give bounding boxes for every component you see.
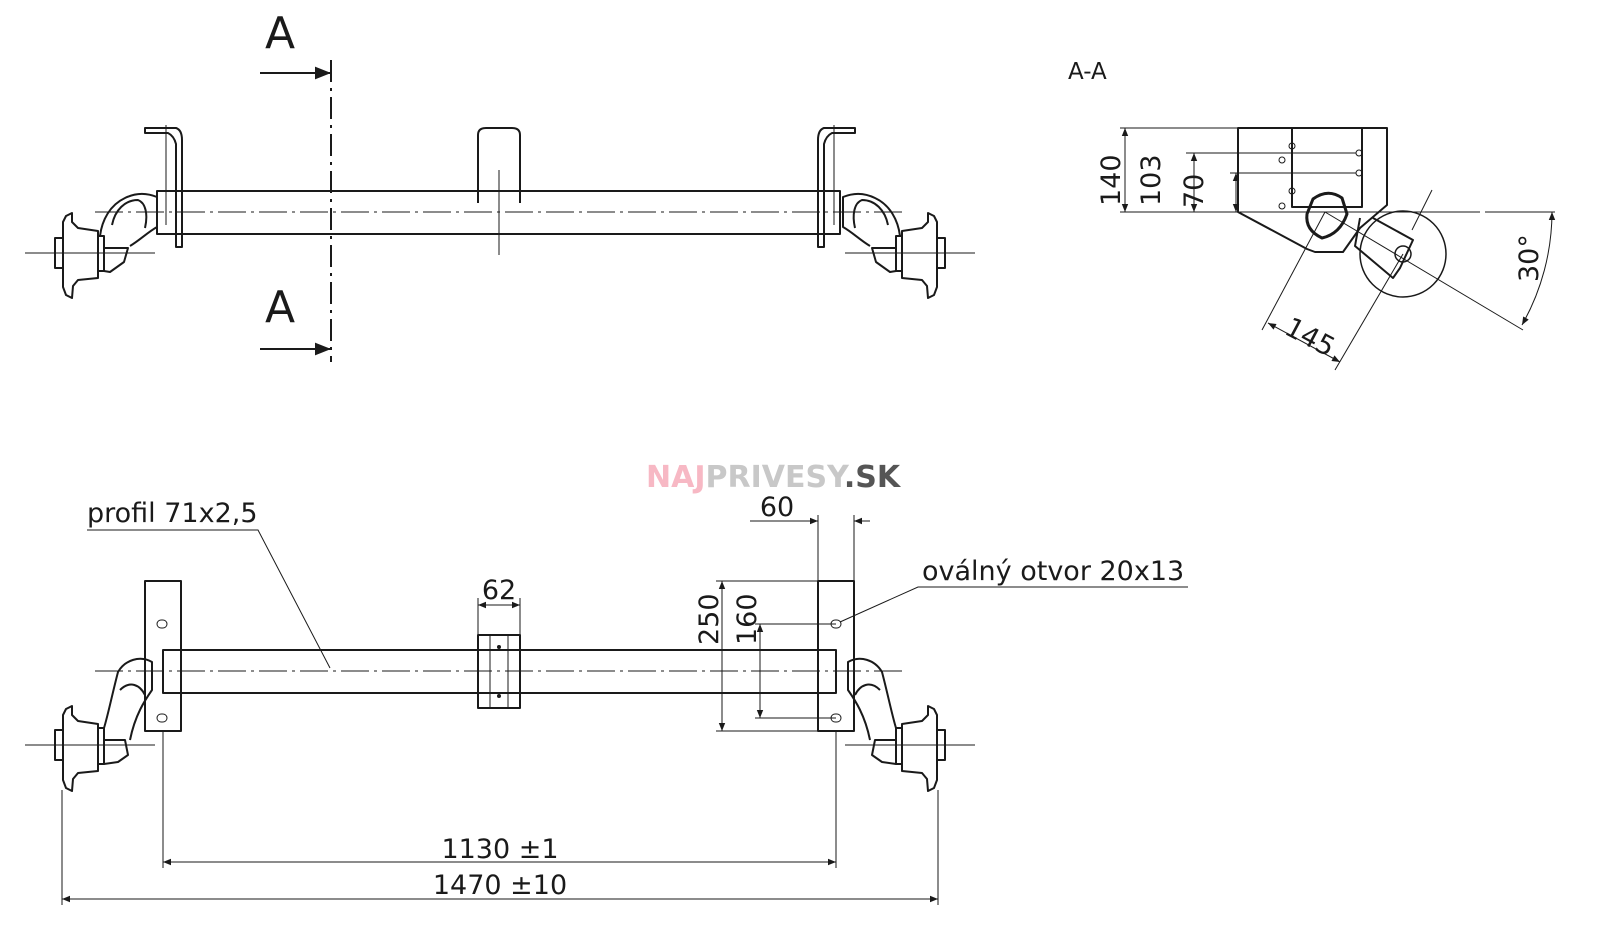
dim-103: 103 (1136, 154, 1167, 206)
top-view: A A (25, 8, 975, 362)
dim-70: 70 (1179, 174, 1210, 208)
oval-hole-label: oválný otvor 20x13 (922, 556, 1184, 587)
dim-160: 160 (732, 593, 763, 645)
dim-145: 145 (1280, 312, 1340, 364)
dim-1130: 1130 ±1 (441, 834, 558, 865)
dim-140: 140 (1096, 154, 1127, 206)
profile-label: profil 71x2,5 (87, 498, 258, 529)
section-title: A-A (1068, 59, 1107, 85)
bottom-view: 1130 ±1 1470 ±10 62 60 250 160 profil 71… (25, 492, 1188, 905)
section-label-bottom: A (265, 282, 295, 333)
dim-30-degrees: 30° (1514, 234, 1545, 282)
section-label-top: A (265, 8, 295, 59)
dim-60: 60 (760, 492, 794, 523)
dim-250: 250 (694, 593, 725, 645)
section-view: A-A 140 103 70 145 30° (1068, 59, 1556, 371)
dim-62: 62 (482, 575, 516, 606)
watermark-logo: NAJPRIVESY.SK (646, 460, 902, 495)
dim-1470: 1470 ±10 (433, 870, 567, 901)
